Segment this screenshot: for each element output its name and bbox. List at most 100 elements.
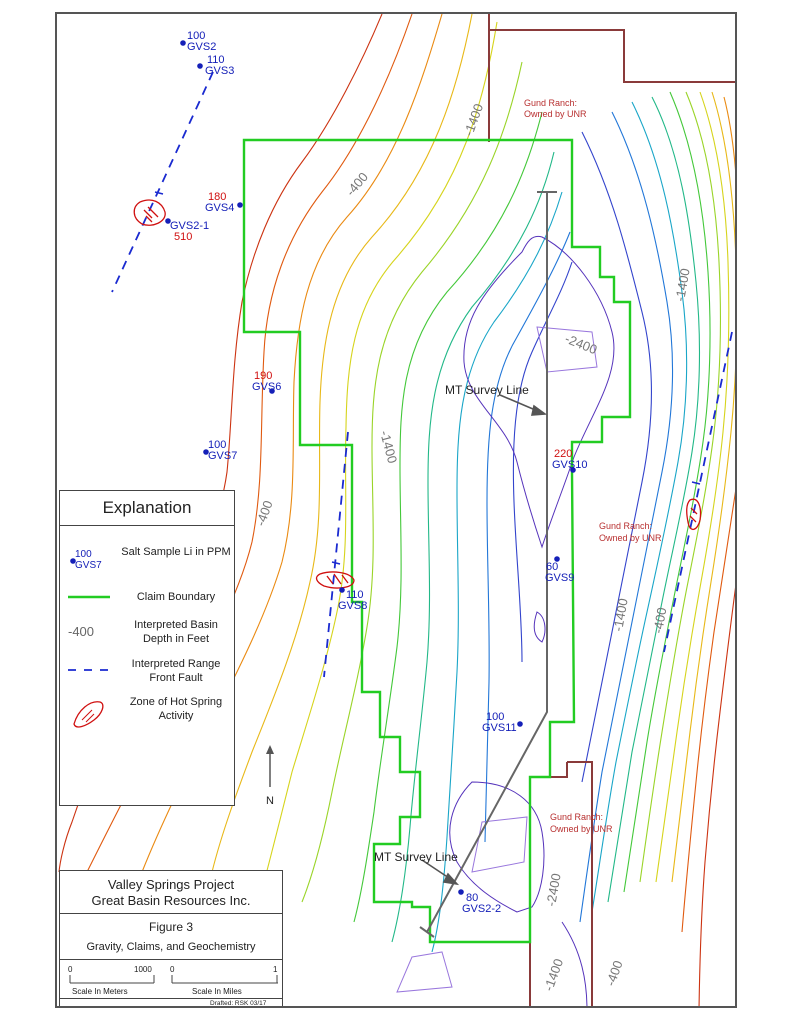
sample-value: 100 [486, 711, 504, 723]
contour [723, 96, 735, 171]
sample-value: 100 [187, 30, 205, 42]
contour [263, 21, 498, 883]
sample-id: GVS2 [187, 41, 216, 53]
scale-meters-max: 1000 [134, 965, 152, 974]
ranch-label: Owned by UNR [550, 824, 613, 834]
survey-arrows [421, 394, 548, 886]
north-arrow: N [266, 745, 274, 807]
legend-fault-text: Interpreted Range Front Fault [131, 658, 221, 684]
sample-value: 80 [466, 892, 478, 904]
fault-line [111, 71, 214, 293]
contour [533, 611, 546, 643]
contour [353, 111, 543, 923]
sample-id: GVS7 [208, 450, 237, 462]
legend-sample-value: 100 [75, 549, 92, 560]
contour [396, 951, 453, 993]
contour [512, 261, 573, 663]
sample-point [180, 40, 186, 46]
contour [301, 61, 523, 903]
fault-ticks [154, 191, 701, 565]
legend-sample-id: GVS7 [75, 560, 102, 571]
contour [591, 101, 688, 913]
contour-label: -400 [650, 606, 669, 634]
sample-point [269, 388, 275, 394]
sample-point [339, 587, 345, 593]
scale-meters-label: Scale In Meters [72, 987, 128, 996]
sample-points: 100 GVS2 110 GVS3 180 GVS4 GVS2-1 510 19… [165, 30, 587, 915]
sample-id: GVS4 [205, 202, 234, 214]
sample-point [165, 218, 171, 224]
contour-label: -400 [253, 498, 276, 528]
legend-hot-spring-symbol [73, 701, 104, 728]
contour [471, 816, 528, 873]
ranch-label: Gund Ranch: [524, 98, 577, 108]
map-canvas: -1400 -400 -2400 -1400 -400 -1400 -1400 … [58, 14, 735, 1006]
contour [623, 91, 711, 893]
ranch-label: Owned by UNR [599, 533, 662, 543]
contour-label: -1400 [461, 102, 486, 138]
sample-value: 100 [208, 439, 226, 451]
sample-value: 510 [174, 231, 192, 243]
hot-spring-zone [133, 199, 166, 226]
sample-point [197, 63, 203, 69]
scale-meters-zero: 0 [68, 965, 73, 974]
mt-survey-line [419, 191, 557, 938]
sample-value: 220 [554, 448, 572, 460]
legend-title: Explanation [60, 491, 234, 526]
scale-miles-label: Scale In Miles [192, 987, 242, 996]
contour [639, 91, 721, 883]
svg-text:N: N [266, 795, 274, 807]
contour [211, 14, 473, 873]
contour-label: -400 [343, 169, 371, 199]
contour [698, 587, 735, 1006]
sample-id: GVS6 [252, 381, 281, 393]
scale-miles-max: 1 [273, 965, 278, 974]
range-front-faults [111, 71, 733, 678]
sample-id: GVS9 [545, 572, 574, 584]
sample-id: GVS10 [552, 459, 587, 471]
survey-line-label: MT Survey Line [374, 850, 458, 864]
hot-spring-zone [315, 571, 355, 589]
sample-id: GVS8 [338, 600, 367, 612]
contour [484, 231, 571, 843]
contour [561, 921, 588, 1006]
title-block: Valley Springs Project Great Basin Resou… [59, 870, 283, 1006]
sample-point [237, 202, 243, 208]
figure-number: Figure 3 [148, 920, 194, 934]
sample-point [554, 556, 560, 562]
sample-point [458, 889, 464, 895]
contour-label: -1400 [541, 957, 566, 993]
sample-value: 180 [208, 191, 226, 203]
legend-depth-text: Interpreted Basin Depth in Feet [134, 619, 218, 645]
scale-bars [69, 975, 278, 984]
sample-id: GVS2-2 [462, 903, 501, 915]
sample-id: GVS3 [205, 65, 234, 77]
sample-value: 190 [254, 370, 272, 382]
contour-label: -1400 [610, 597, 631, 632]
contour [579, 111, 673, 923]
contour-label: -400 [603, 958, 626, 988]
contour [463, 235, 615, 549]
contour [536, 326, 598, 373]
contour-label: -2400 [543, 872, 564, 907]
sample-id: GVS11 [482, 722, 517, 734]
contour [671, 91, 735, 883]
figure-subtitle: Gravity, Claims, and Geochemistry [86, 941, 256, 953]
ranch-label: Owned by UNR [524, 109, 587, 119]
legend-sample-symbol: 100 GVS7 [70, 549, 102, 571]
sample-point [570, 467, 576, 473]
legend-fault-symbol [68, 669, 116, 671]
legend-depth-symbol: -400 [68, 624, 95, 639]
survey-line-label: MT Survey Line [445, 383, 529, 397]
contour [431, 191, 563, 953]
contour-label: -1400 [672, 267, 693, 302]
hot-spring-zones [133, 199, 702, 589]
contour [681, 491, 735, 933]
ranch-label: Gund Ranch: [599, 521, 652, 531]
sample-value: 110 [346, 589, 364, 601]
sample-value: 60 [546, 561, 558, 573]
contour [655, 91, 730, 883]
claim-boundary [242, 138, 632, 944]
contour-label: -2400 [563, 331, 599, 357]
ranch-label: Gund Ranch: [550, 812, 603, 822]
